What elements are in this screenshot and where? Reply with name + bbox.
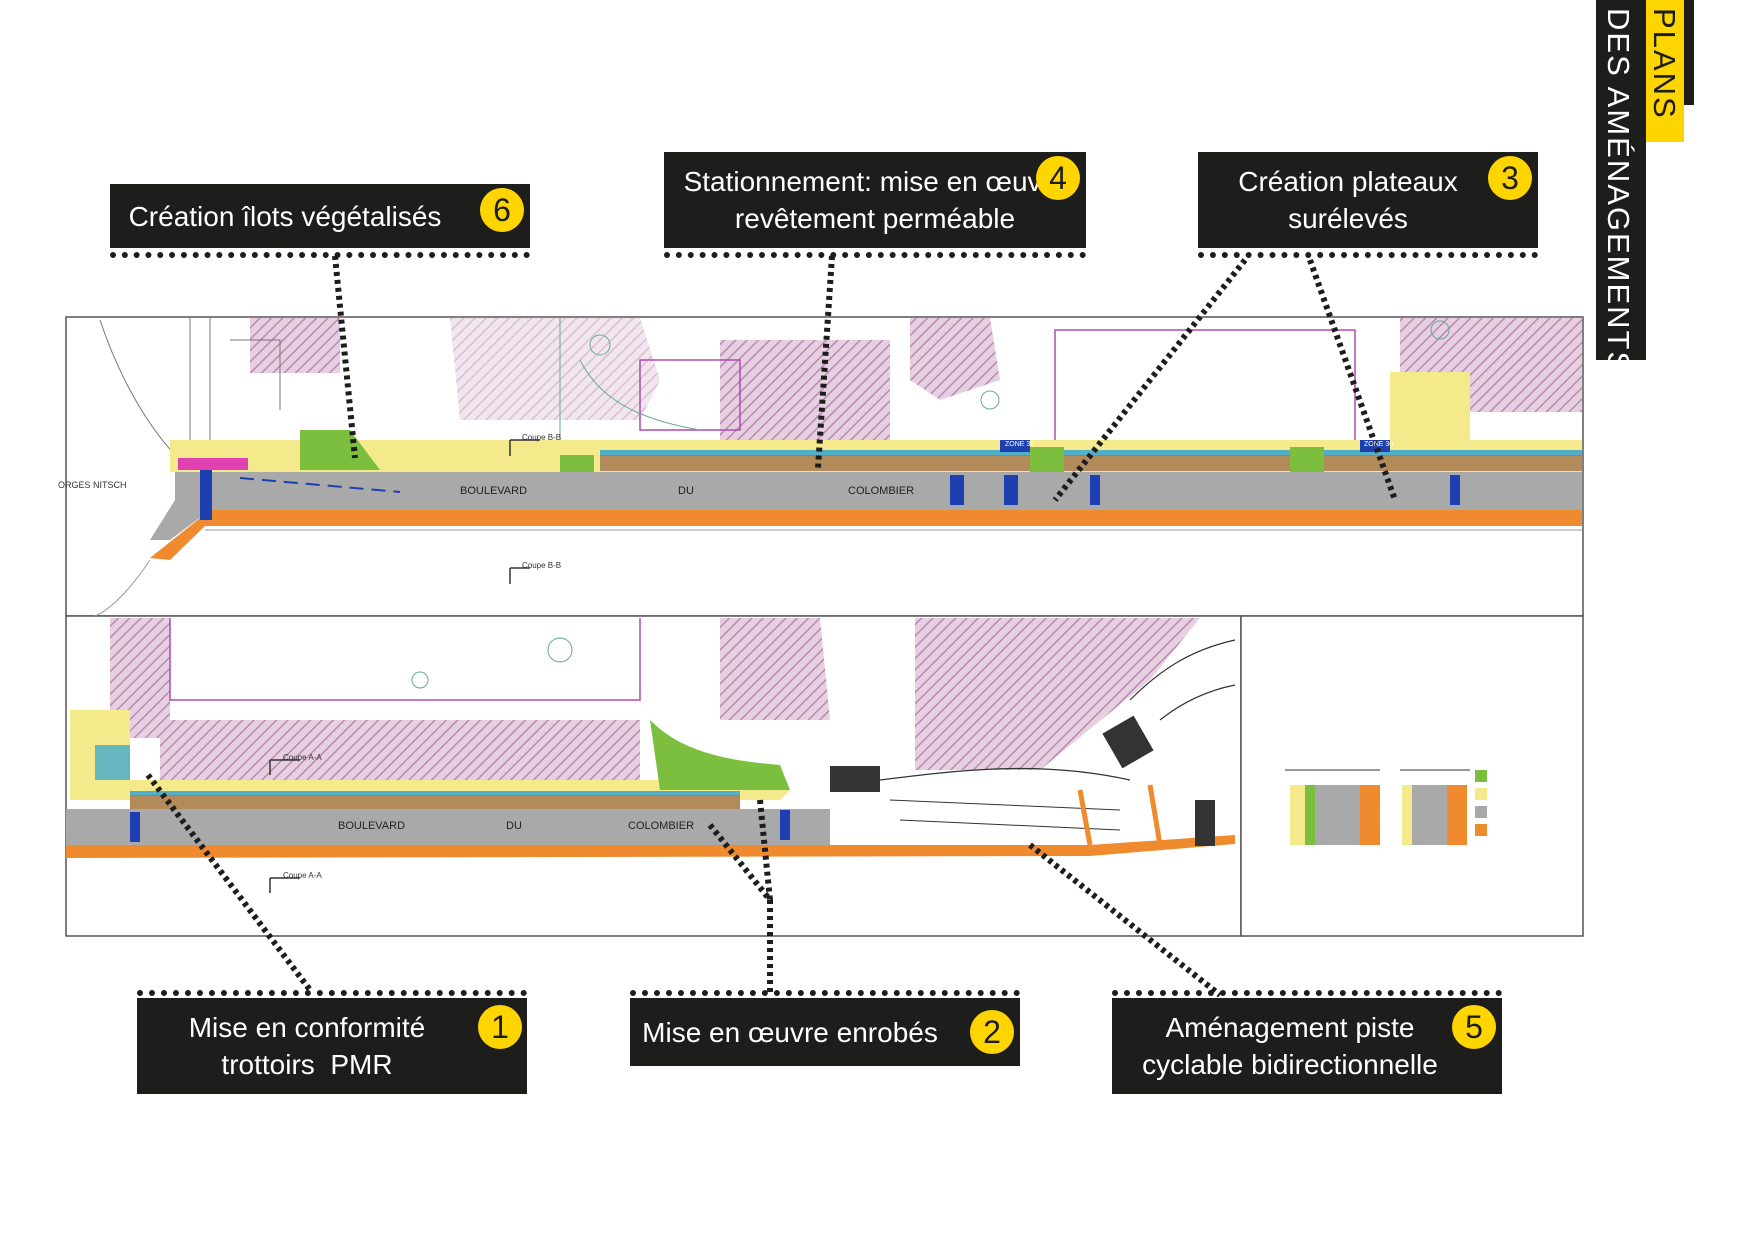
street-label-word2-bottom: DU <box>506 820 522 832</box>
callout-1-badge: 1 <box>478 1005 522 1049</box>
callout-4: Stationnement: mise en œuvre revêtement … <box>664 152 1086 248</box>
road-bottom <box>66 809 830 845</box>
callout-2: Mise en œuvre enrobés <box>630 998 1020 1066</box>
callout-1-rule <box>137 990 527 996</box>
cross-section-aa <box>1285 769 1380 845</box>
cross-section-bb <box>1400 769 1470 845</box>
callout-6: Création îlots végétalisés <box>110 184 530 248</box>
parking-strip-top <box>600 455 1582 471</box>
leader-lines <box>145 255 1398 998</box>
callout-4-rule <box>664 252 1086 258</box>
callout-3: Création plateaux surélevés <box>1198 152 1538 248</box>
building-hatch <box>250 318 340 373</box>
callout-5-rule <box>1112 990 1502 996</box>
callout-5-badge: 5 <box>1452 1005 1496 1049</box>
section-label-aa-bottom: Coupe A-A <box>283 871 322 880</box>
callout-4-badge: 4 <box>1036 156 1080 200</box>
callout-6-rule <box>110 252 530 258</box>
callout-2-rule <box>630 990 1020 996</box>
bike-lane-bottom <box>66 835 1235 858</box>
street-label-word1-bottom: BOULEVARD <box>338 820 406 832</box>
building-hatch <box>720 340 890 440</box>
bike-lane-top <box>150 510 1582 560</box>
plan-frame-sections <box>1240 615 1584 937</box>
zone-label-1: ZONE 30 <box>1005 441 1035 448</box>
callout-1: Mise en conformité trottoirs PMR <box>137 998 527 1094</box>
parking-strip-bottom <box>130 795 740 809</box>
callout-2-text: Mise en œuvre enrobés <box>642 1016 938 1048</box>
street-label-word2: DU <box>678 485 694 497</box>
section-label-aa-top: Coupe A-A <box>283 753 322 762</box>
callout-5: Aménagement piste cyclable bidirectionne… <box>1112 998 1502 1094</box>
building-hatch <box>915 618 1200 770</box>
zone-label-2: ZONE 30 <box>1364 441 1394 448</box>
building-hatch <box>450 318 660 420</box>
building-hatch <box>910 318 1000 400</box>
section-tab-yellow <box>1646 0 1684 142</box>
section-label-bb-top: Coupe B-B <box>522 433 562 442</box>
callout-5-text: Aménagement piste cyclable bidirectionne… <box>1142 1012 1438 1080</box>
building-outline <box>639 359 741 431</box>
callout-3-rule <box>1198 252 1538 258</box>
callout-6-badge: 6 <box>480 188 524 232</box>
street-label-left: ORGES NITSCH <box>58 480 127 490</box>
street-label-word3: COLOMBIER <box>848 485 915 497</box>
callout-6-text: Création îlots végétalisés <box>128 200 442 232</box>
callout-1-text: Mise en conformité trottoirs PMR <box>188 1012 434 1080</box>
section-label-bb-bottom: Coupe B-B <box>522 561 562 570</box>
cross-section-legend <box>1475 770 1487 836</box>
street-label-word3-bottom: COLOMBIER <box>628 820 695 832</box>
callout-2-badge: 2 <box>970 1010 1014 1054</box>
callout-3-badge: 3 <box>1488 156 1532 200</box>
callout-4-text: Stationnement: mise en œuvre revêtement … <box>683 166 1067 234</box>
building-hatch <box>160 720 640 780</box>
callout-3-text: Création plateaux surélevés <box>1238 166 1458 234</box>
road-top <box>150 472 1582 540</box>
street-label-word1: BOULEVARD <box>460 485 528 497</box>
section-tab-dark <box>1596 0 1646 360</box>
